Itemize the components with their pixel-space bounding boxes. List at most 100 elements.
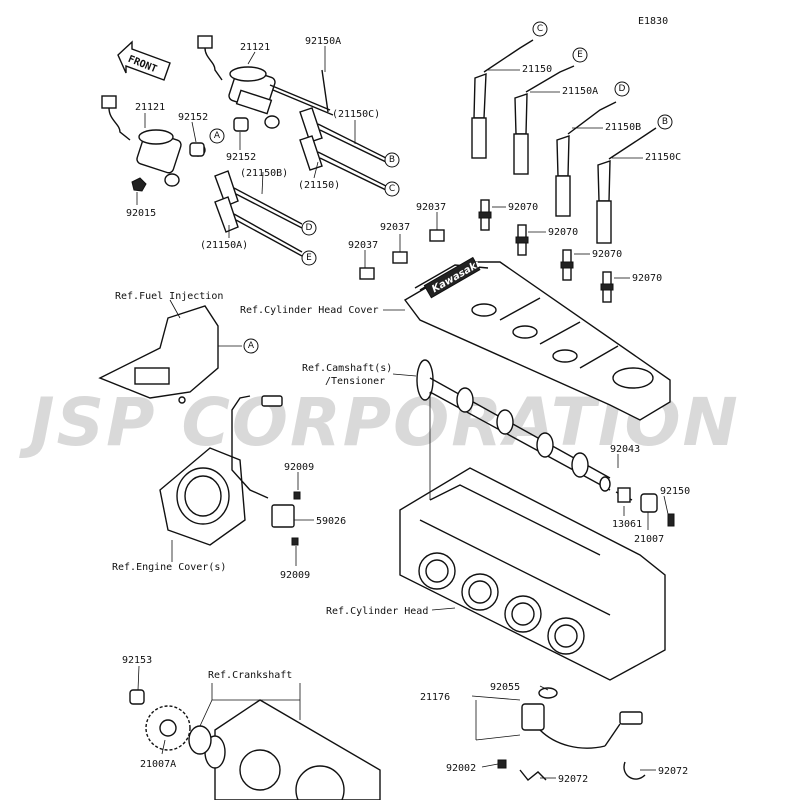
label-92070-c: 92070 xyxy=(592,249,622,260)
fuel-injection-bracket xyxy=(98,305,219,404)
label-21121-lower: 21121 xyxy=(135,102,165,113)
label-92009-b: 92009 xyxy=(280,570,310,581)
sensor-21176 xyxy=(521,703,643,749)
spark-plug-b xyxy=(515,224,529,256)
clip-92037-c xyxy=(359,267,375,280)
callout-e-coil: E xyxy=(301,250,317,266)
callout-c-top: C xyxy=(532,21,548,37)
label-92055: 92055 xyxy=(490,682,520,693)
ref-cylinder-head-cover: Ref.Cylinder Head Cover xyxy=(240,305,378,316)
cylinder-head xyxy=(399,467,666,681)
label-21007: 21007 xyxy=(634,534,664,545)
svg-text:B: B xyxy=(389,155,395,165)
svg-text:C: C xyxy=(537,24,543,34)
svg-text:A: A xyxy=(214,131,221,141)
sprocket-21007a xyxy=(145,705,191,751)
label-92153: 92153 xyxy=(122,655,152,666)
label-59026: 59026 xyxy=(316,516,346,527)
label-92070-b: 92070 xyxy=(548,227,578,238)
plug-lead-21150a xyxy=(513,65,575,175)
plate-13061 xyxy=(617,487,631,503)
label-92070-d: 92070 xyxy=(632,273,662,284)
label-92037-b: 92037 xyxy=(380,222,410,233)
ref-camshaft: Ref.Camshaft(s) xyxy=(302,363,392,374)
label-92015: 92015 xyxy=(126,208,156,219)
svg-text:E: E xyxy=(577,50,583,60)
engine-cover xyxy=(159,447,246,546)
bushing-92152-a xyxy=(189,142,205,157)
bolt-92153 xyxy=(129,689,145,705)
label-21150c-paren: (21150C) xyxy=(332,109,380,120)
label-92072-b: 92072 xyxy=(658,766,688,777)
label-21150: 21150 xyxy=(522,64,552,75)
spark-plug-d xyxy=(600,271,614,303)
label-21150c: 21150C xyxy=(645,152,681,163)
ref-fuel-injection: Ref.Fuel Injection xyxy=(115,291,223,302)
label-92043: 92043 xyxy=(610,444,640,455)
svg-text:E: E xyxy=(306,253,312,263)
ignition-coil-lower xyxy=(101,95,206,192)
label-92037-a: 92037 xyxy=(416,202,446,213)
svg-text:D: D xyxy=(619,84,626,94)
label-21007a: 21007A xyxy=(140,759,176,770)
callout-a-bracket: A xyxy=(243,338,259,354)
bolt-92150 xyxy=(667,513,675,527)
ref-crankshaft: Ref.Crankshaft xyxy=(208,670,292,681)
plug-cap-21150-left xyxy=(299,135,387,191)
callout-c-coil: C xyxy=(384,181,400,197)
plug-lead-21150b xyxy=(555,101,617,217)
svg-text:C: C xyxy=(389,184,395,194)
svg-text:D: D xyxy=(306,223,313,233)
callout-a-coil: A xyxy=(209,128,225,144)
bolt-92009-b xyxy=(291,537,299,546)
plug-lead-21150 xyxy=(471,39,534,159)
bushing-92152-b xyxy=(233,117,249,132)
crankshaft xyxy=(204,699,381,800)
plug-cap-21150a-left xyxy=(214,196,303,257)
clamp-92072-b xyxy=(623,761,646,780)
label-92002: 92002 xyxy=(446,763,476,774)
ref-cylinder-head: Ref.Cylinder Head xyxy=(326,606,428,617)
plug-cap-21150c-left xyxy=(299,107,387,163)
clip-92037-b xyxy=(392,251,408,264)
label-21150a: 21150A xyxy=(562,86,598,97)
callout-e-top: E xyxy=(572,47,588,63)
plug-cap-21150b-left xyxy=(214,170,303,229)
clamp-92072-a xyxy=(519,769,547,781)
label-21150b: 21150B xyxy=(605,122,641,133)
cylinder-head-cover: Kawasaki xyxy=(403,256,671,421)
front-arrow: FRONT xyxy=(117,40,171,81)
spark-plug-c xyxy=(560,249,574,281)
label-21121-upper: 21121 xyxy=(240,42,270,53)
label-92150: 92150 xyxy=(660,486,690,497)
crank-sensor-59026 xyxy=(231,395,295,528)
callout-d-coil: D xyxy=(301,220,317,236)
label-92009-a: 92009 xyxy=(284,462,314,473)
oring-92055 xyxy=(538,687,558,699)
label-92037-c: 92037 xyxy=(348,240,378,251)
label-92070-a: 92070 xyxy=(508,202,538,213)
callout-b-coil: B xyxy=(384,152,400,168)
label-21150-paren: (21150) xyxy=(298,180,340,191)
label-92152-a: 92152 xyxy=(178,112,208,123)
label-13061: 13061 xyxy=(612,519,642,530)
bolt-92009-a xyxy=(293,491,301,500)
camshaft xyxy=(416,359,611,492)
gear-crank xyxy=(188,725,212,755)
ref-camshaft-tensioner: /Tensioner xyxy=(325,376,385,387)
spark-plug-a xyxy=(478,199,492,231)
clip-92037-a xyxy=(429,229,445,242)
callout-d-top: D xyxy=(614,81,630,97)
label-92152-b: 92152 xyxy=(226,152,256,163)
ref-engine-cover: Ref.Engine Cover(s) xyxy=(112,562,226,573)
svg-text:B: B xyxy=(662,117,668,127)
svg-text:A: A xyxy=(248,341,255,351)
plug-lead-21150c xyxy=(596,127,657,244)
label-21150a-paren: (21150A) xyxy=(200,240,248,251)
leader-lines xyxy=(136,46,669,779)
callout-b-top: B xyxy=(657,114,673,130)
rotor-21007 xyxy=(640,493,658,513)
label-21176: 21176 xyxy=(420,692,450,703)
label-21150b-paren: (21150B) xyxy=(240,168,288,179)
